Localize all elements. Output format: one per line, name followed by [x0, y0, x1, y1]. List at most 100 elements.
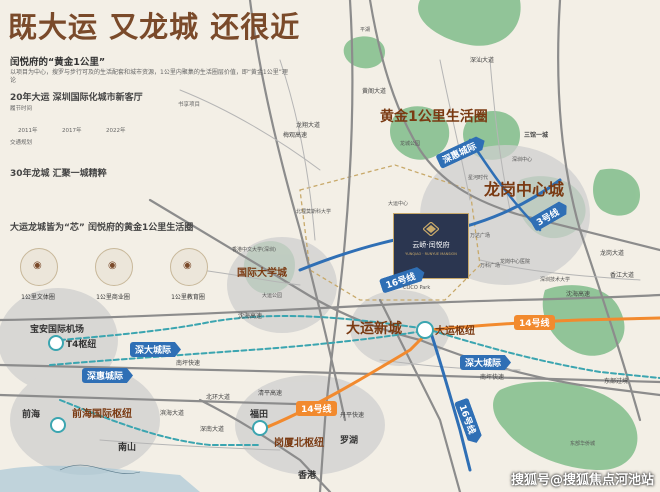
year-2017: 2017年 [62, 128, 82, 134]
road-nanping [0, 363, 660, 384]
hub-gangxia [252, 420, 268, 436]
poi-coco-park: COCO Park [403, 285, 431, 291]
section-30yr-title: 30年龙城 汇聚一城精粹 [10, 169, 107, 179]
label-dayun-hub: 大运枢纽 [435, 326, 475, 337]
road-thin-3 [439, 59, 471, 201]
poi-wanda: 万达广场 [470, 233, 491, 239]
poi-shenzhen-center: 深圳中心 [512, 157, 533, 163]
poi-beili: 北理莫斯科大学 [296, 209, 332, 215]
road-thin-7 [99, 439, 281, 451]
park-north [418, 0, 521, 46]
road-thin-1 [179, 89, 321, 171]
traffic-label: 交通规划 [10, 140, 33, 146]
road-label-meiguan: 梅观高速 [283, 132, 308, 139]
road-label-shahai: 沈海高速 [238, 313, 263, 320]
pin-icon: ◉ [183, 260, 192, 271]
road-label-shahai-east: 沈海高速 [566, 291, 591, 298]
tag-line14-west: 14号线 [296, 401, 337, 416]
section-core-title: 大运龙城皆为“芯” 闰悦府的黄金1公里生活圈 [10, 223, 194, 233]
hub-dayun [416, 321, 434, 339]
project-marker[interactable]: 云峤·闰悦府 YUNQIAO · RUNYUE MANSION [393, 213, 469, 279]
circle-label-commerce: 1公里商业圈 [96, 294, 130, 301]
circle-icon-education [170, 248, 208, 286]
road-label-dongbu: 东部过境 [604, 378, 629, 385]
pin-icon: ◉ [108, 260, 117, 271]
road-label-danping: 丹平快速 [340, 412, 365, 419]
road-label-nanping: 南坪快速 [176, 360, 201, 367]
road-label-longgang-blvd: 龙岗大道 [600, 250, 625, 257]
project-logo-icon [423, 222, 439, 236]
section-20yr-title: 20年大运 深圳国际化城市新客厅 [10, 93, 143, 103]
project-name: 云峤·闰悦府 [412, 241, 450, 249]
tag-sz-dawan-east: 深大城际 [460, 355, 512, 370]
circle-icon-commerce [95, 248, 133, 286]
year-2011: 2011年 [18, 128, 38, 134]
circle-dayun-new-city [350, 290, 450, 366]
project-subtitle: YUNQIAO · RUNYUE MANSION [405, 252, 457, 256]
label-dayun-new-city: 大运新城 [346, 321, 402, 337]
label-t4-hub: T4枢纽 [66, 340, 97, 350]
road-label-shenshan: 深汕大道 [470, 57, 495, 64]
intro-text: 以项目为中心，搜罗与步行可及的生活配套和城市资源，1公里内聚集的生活圈层价值，即… [10, 69, 288, 84]
pin-icon: ◉ [33, 260, 42, 271]
intercity-sz-dawan [59, 315, 421, 341]
intercity-shenhui [49, 328, 660, 379]
gold-zone-outline [299, 164, 481, 301]
metro-line16-south [428, 328, 472, 472]
year-2022: 2022年 [106, 128, 126, 134]
road-thin-5 [199, 269, 301, 286]
road-label-longxiang: 龙翔大道 [296, 122, 321, 129]
metro-line14-west [258, 328, 432, 432]
schools-label: 书享项目 [178, 102, 201, 108]
label-hongkong: 香港 [298, 471, 317, 481]
tag-sz-dawan-west: 深大城际 [130, 342, 182, 357]
label-gold-zone: 黄金1公里生活圈 [380, 109, 488, 125]
road-label-huangge: 黄阁大道 [362, 88, 387, 95]
road-longxiang [248, 0, 347, 422]
subtitle: 闰悦府的“黄金1公里” [10, 57, 106, 68]
road-label-nanping-east: 南坪快速 [480, 374, 505, 381]
tag-line14-east: 14号线 [514, 315, 555, 330]
poi-wanke: 万科广场 [480, 263, 501, 269]
metro-line14-east [428, 316, 660, 332]
road-luohu [378, 298, 462, 492]
timeline-label: 履节时间 [10, 106, 33, 112]
park-north-west [343, 36, 385, 69]
road-thin-2 [279, 59, 316, 241]
road-label-qingping: 清平高速 [258, 390, 283, 397]
road-label-binhai: 滨海大道 [160, 410, 185, 417]
circle-qianhai [10, 365, 160, 475]
poi-xinghe: 星河时代 [468, 175, 489, 181]
poi-dayun-park: 大运公园 [262, 293, 283, 299]
road-label-shennan: 深南大道 [200, 426, 225, 433]
hub-rings [48, 321, 434, 436]
label-university-town: 国际大学城 [237, 268, 287, 279]
park-south-east [493, 381, 638, 470]
circle-label-sports: 1公里文体圈 [21, 294, 55, 301]
label-qianhai-hub: 前海国际枢纽 [72, 409, 132, 420]
gold-zone [299, 164, 481, 301]
poi-tiger: 东部华侨城 [570, 441, 596, 447]
circle-icon-sports [20, 248, 58, 286]
park-far-east [593, 168, 640, 216]
road-danping [148, 198, 422, 342]
label-luohu: 罗湖 [340, 436, 359, 446]
bay-skyline [59, 464, 141, 474]
poi-dayun-center: 大运中心 [388, 201, 409, 207]
circle-label-education: 1公里教育圈 [171, 294, 205, 301]
watermark: 搜狐号@搜狐焦点河池站 [510, 473, 654, 488]
road-longgang-blvd [368, 0, 660, 252]
poi-shenzhen-tech: 深圳技术大学 [540, 277, 571, 283]
label-longgang-center: 龙岗中心城 [484, 180, 565, 199]
road-thin-8 [479, 259, 641, 281]
intercity-qianhai [59, 399, 261, 446]
poi-longcheng-park: 龙城公园 [400, 141, 421, 147]
poi-longgang-hospital: 龙岗中心医院 [500, 259, 531, 265]
poi-cuhk: 香港中文大学(深圳) [232, 247, 276, 253]
hub-qianhai [50, 417, 66, 433]
bay-water [0, 465, 200, 492]
label-baoan-airport: 宝安国际机场 [30, 325, 85, 335]
road-label-beihuan: 北环大道 [206, 394, 231, 401]
